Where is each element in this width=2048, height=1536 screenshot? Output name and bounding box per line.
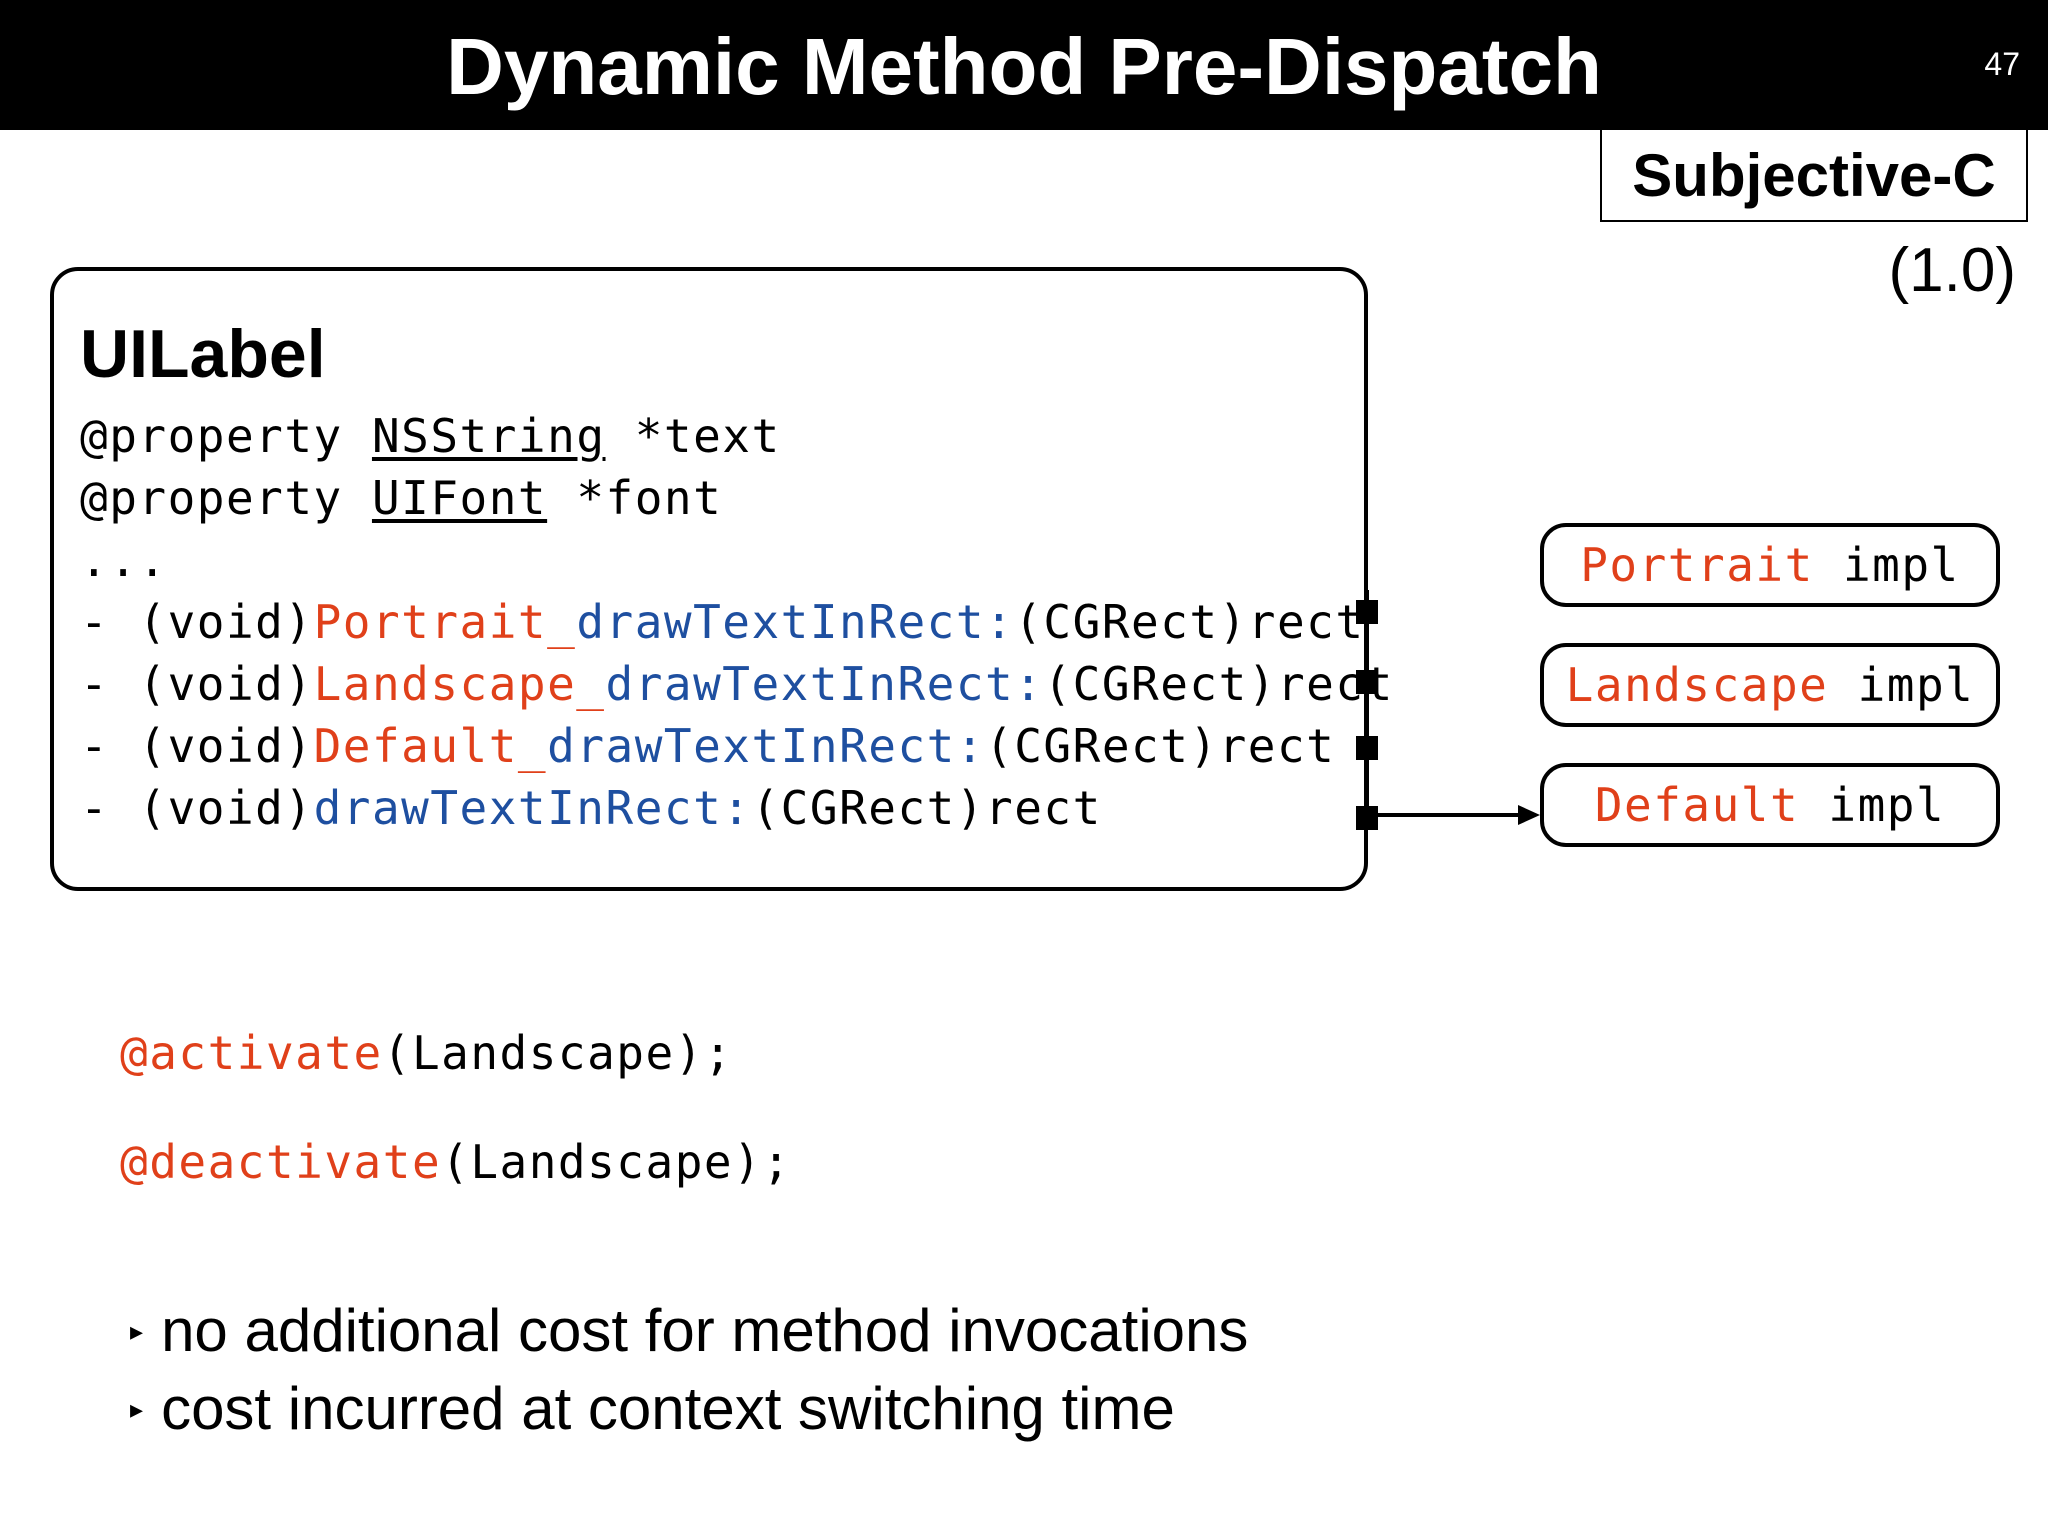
- bullet-triangle-icon: ▸: [130, 1316, 144, 1346]
- method-dispatch: - (void)drawTextInRect:(CGRect)rect: [80, 782, 1102, 834]
- method-prefix: - (void): [80, 657, 314, 711]
- method-selector: drawTextInRect:: [576, 595, 1015, 649]
- ellipsis: ...: [80, 533, 168, 587]
- method-prefix: - (void): [80, 595, 314, 649]
- impl-suffix: impl: [1813, 538, 1960, 592]
- property-name: *text: [634, 409, 781, 463]
- landscape-impl-box: Landscape impl: [1540, 643, 2000, 727]
- method-suffix: (CGRect)rect: [985, 719, 1336, 773]
- property-text-line: @property NSString *text: [80, 410, 781, 462]
- impl-context: Default: [1594, 778, 1800, 832]
- method-port: [1356, 806, 1378, 830]
- method-context: Default_: [313, 719, 548, 773]
- impl-context: Landscape: [1565, 658, 1829, 712]
- property-font-line: @property UIFont *font: [80, 472, 722, 524]
- method-selector: drawTextInRect:: [547, 719, 986, 773]
- method-port: [1356, 600, 1378, 624]
- method-port: [1356, 670, 1378, 694]
- class-name: UILabel: [80, 316, 326, 392]
- deactivate-keyword: @deactivate: [120, 1135, 442, 1189]
- default-impl-box: Default impl: [1540, 763, 2000, 847]
- method-landscape: - (void)Landscape_drawTextInRect:(CGRect…: [80, 658, 1394, 710]
- method-suffix: (CGRect)rect: [1014, 595, 1365, 649]
- impl-suffix: impl: [1828, 658, 1975, 712]
- method-prefix: - (void): [80, 719, 314, 773]
- portrait-impl-box: Portrait impl: [1540, 523, 2000, 607]
- deactivate-args: (Landscape);: [441, 1135, 792, 1189]
- dispatch-arrow: [1368, 805, 1540, 825]
- bullet-triangle-icon: ▸: [130, 1394, 144, 1424]
- property-type: NSString: [371, 409, 606, 463]
- activate-keyword: @activate: [120, 1026, 383, 1080]
- method-prefix: - (void): [80, 781, 314, 835]
- method-selector: drawTextInRect:: [605, 657, 1044, 711]
- slide-title: Dynamic Method Pre-Dispatch: [446, 22, 1602, 111]
- page-number: 47: [1984, 46, 2020, 82]
- method-suffix: (CGRect)rect: [1043, 657, 1394, 711]
- subjective-c-badge: Subjective-C: [1600, 130, 2028, 222]
- version-label: (1.0): [1888, 236, 2016, 305]
- uilabel-class-box: [50, 267, 1368, 891]
- deactivate-snippet: @deactivate(Landscape);: [120, 1135, 791, 1189]
- method-portrait: - (void)Portrait_drawTextInRect:(CGRect)…: [80, 596, 1365, 648]
- method-context: Portrait_: [313, 595, 577, 649]
- method-default: - (void)Default_drawTextInRect:(CGRect)r…: [80, 720, 1335, 772]
- method-suffix: (CGRect)rect: [751, 781, 1102, 835]
- impl-context: Portrait: [1580, 538, 1814, 592]
- property-name: *font: [576, 471, 723, 525]
- bullet-text: cost incurred at context switching time: [161, 1375, 1175, 1442]
- bullet-text: no additional cost for method invocation…: [161, 1297, 1249, 1364]
- activate-args: (Landscape);: [382, 1026, 734, 1080]
- impl-suffix: impl: [1799, 778, 1946, 832]
- bullet-item: ▸ cost incurred at context switching time: [130, 1374, 1175, 1444]
- activate-snippet: @activate(Landscape);: [120, 1026, 733, 1080]
- bullet-item: ▸ no additional cost for method invocatio…: [130, 1296, 1248, 1366]
- method-selector: drawTextInRect:: [313, 781, 752, 835]
- property-keyword: @property: [80, 471, 343, 525]
- method-context: Landscape_: [313, 657, 606, 711]
- title-bar: Dynamic Method Pre-Dispatch 47: [0, 0, 2048, 130]
- method-port: [1356, 736, 1378, 760]
- property-keyword: @property: [80, 409, 343, 463]
- method-connector-line: [1365, 590, 1369, 820]
- property-type: UIFont: [371, 471, 548, 525]
